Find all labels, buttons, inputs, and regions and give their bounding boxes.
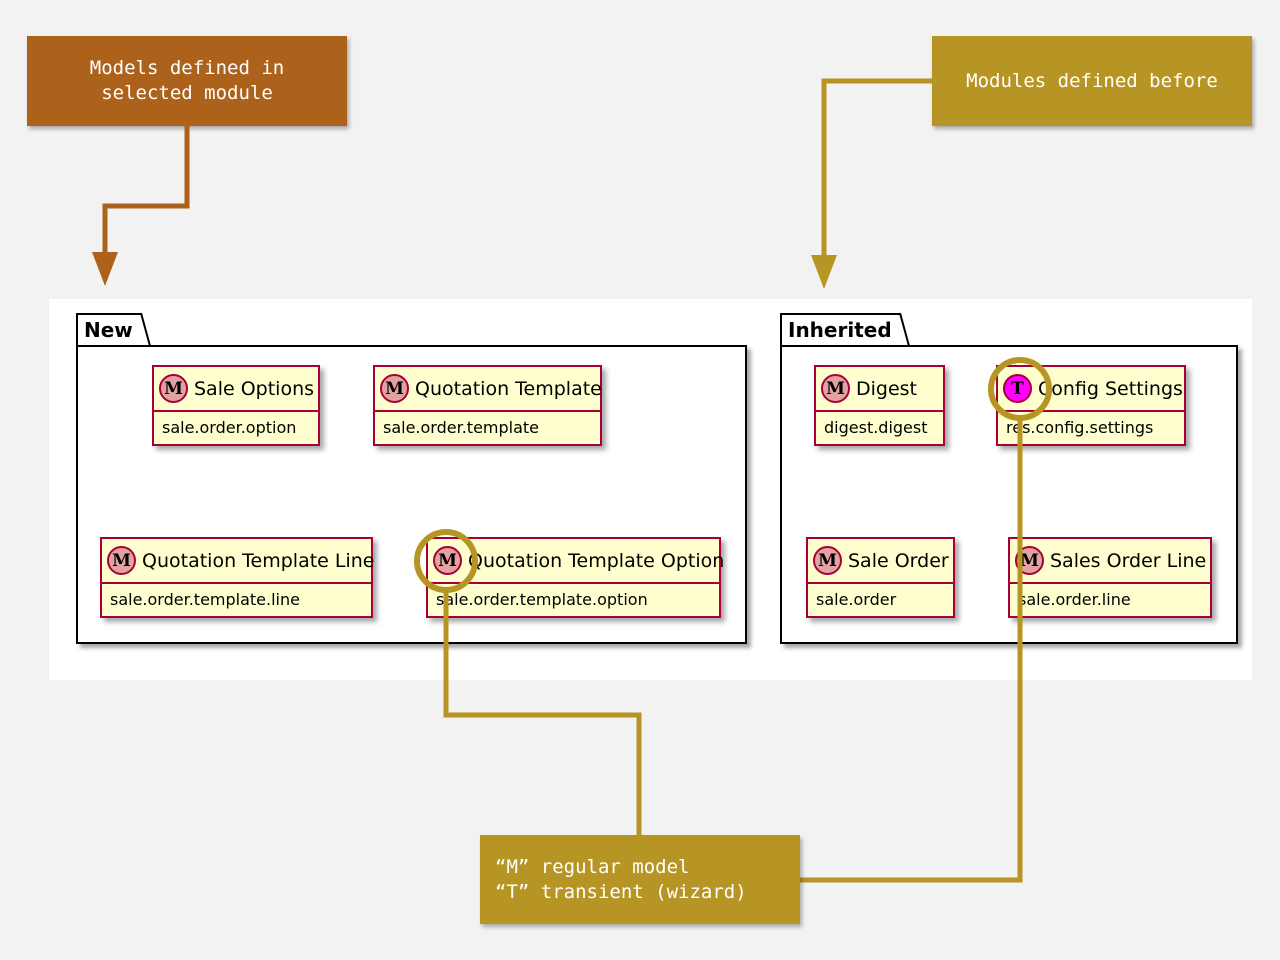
package-inherited-tab-corner	[899, 313, 910, 347]
class-sales-order-line[interactable]: M Sales Order Line sale.order.line	[1008, 537, 1212, 618]
package-inherited-tab: Inherited	[780, 313, 901, 346]
class-technical-name: sale.order.line	[1018, 590, 1131, 609]
class-name: Quotation Template Line	[142, 549, 375, 572]
model-badge-icon: M	[380, 374, 409, 403]
connector-models-note	[102, 126, 190, 255]
model-badge-icon: M	[1015, 546, 1044, 575]
transient-badge-icon: T	[1003, 374, 1032, 403]
arrow-down-icon	[92, 252, 118, 286]
package-inherited-title: Inherited	[788, 318, 892, 342]
class-name: Sales Order Line	[1050, 549, 1207, 572]
class-name: Sale Order	[848, 549, 949, 572]
model-badge-icon: M	[159, 374, 188, 403]
class-technical-name: digest.digest	[824, 418, 928, 437]
class-name: Digest	[856, 377, 918, 400]
note-modules-line1: Modules defined before	[966, 69, 1218, 92]
class-digest[interactable]: M Digest digest.digest	[814, 365, 945, 446]
model-badge-icon: M	[821, 374, 850, 403]
class-technical-name: sale.order.option	[162, 418, 297, 437]
class-technical-name: sale.order.template.line	[110, 590, 300, 609]
class-name: Quotation Template Option	[468, 549, 725, 572]
class-config-settings[interactable]: T Config Settings res.config.settings	[996, 365, 1186, 446]
class-sale-order[interactable]: M Sale Order sale.order	[806, 537, 955, 618]
legend-line-model: “M” regular model	[495, 855, 690, 878]
legend-line-transient: “T” transient (wizard)	[495, 880, 747, 903]
note-legend: “M” regular model “T” transient (wizard)	[480, 835, 800, 924]
class-name: Config Settings	[1038, 377, 1183, 400]
connector-modules-note	[821, 78, 932, 258]
class-technical-name: res.config.settings	[1006, 418, 1154, 437]
class-technical-name: sale.order.template.option	[436, 590, 648, 609]
class-quotation-template[interactable]: M Quotation Template sale.order.template	[373, 365, 602, 446]
model-badge-icon: M	[813, 546, 842, 575]
class-sale-options[interactable]: M Sale Options sale.order.option	[152, 365, 320, 446]
diagram-canvas: New M Sale Options sale.order.option M Q…	[49, 299, 1252, 680]
note-modules-defined: Modules defined before	[932, 36, 1252, 126]
class-name: Sale Options	[194, 377, 315, 400]
class-quotation-template-option[interactable]: M Quotation Template Option sale.order.t…	[426, 537, 725, 618]
class-name: Quotation Template	[415, 377, 602, 400]
note-models-defined: Models defined in selected module	[27, 36, 347, 126]
class-technical-name: sale.order.template	[383, 418, 540, 437]
package-new-tab: New	[76, 313, 142, 346]
package-new-tab-corner	[140, 313, 151, 347]
class-technical-name: sale.order	[816, 590, 897, 609]
note-models-line2: selected module	[101, 82, 273, 104]
arrow-down-icon	[811, 255, 837, 289]
model-badge-icon: M	[107, 546, 136, 575]
package-new-title: New	[84, 318, 133, 342]
class-quotation-template-line[interactable]: M Quotation Template Line sale.order.tem…	[100, 537, 375, 618]
note-models-line1: Models defined in	[89, 57, 285, 79]
model-badge-icon: M	[433, 546, 462, 575]
